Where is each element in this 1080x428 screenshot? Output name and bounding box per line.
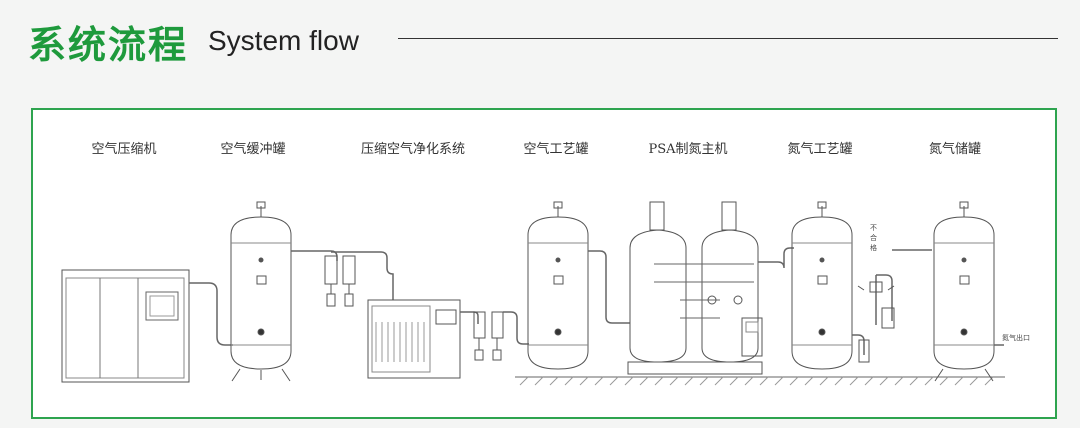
label-air-process-tank: 空气工艺罐	[523, 142, 589, 157]
filter-group-2	[473, 311, 529, 361]
section-header: 系统流程 System flow	[0, 0, 1080, 80]
svg-text:合: 合	[870, 233, 877, 242]
svg-text:格: 格	[870, 243, 877, 252]
label-psa-nitrogen-generator: PSA制氮主机	[648, 142, 728, 157]
label-air-compressor: 空气压缩机	[91, 142, 157, 157]
diagram-frame	[31, 108, 1057, 419]
ground-hatch	[515, 376, 1005, 386]
nitrogen-process-tank	[791, 201, 870, 370]
air-process-tank	[527, 201, 630, 370]
section-title-cn: 系统流程	[28, 23, 189, 67]
label-nitrogen-process-tank: 氮气工艺罐	[787, 142, 853, 157]
label-air-buffer-tank: 空气缓冲罐	[220, 142, 286, 157]
nitrogen-storage-tank	[933, 201, 1004, 382]
psa-generator-unit	[627, 201, 794, 375]
valve-group	[857, 249, 932, 329]
air-compressor-unit	[61, 269, 233, 383]
filter-group-1	[324, 251, 394, 307]
air-purification-unit	[367, 299, 479, 379]
header-divider	[398, 38, 1058, 39]
annotation-nitrogen-outlet: 氮气出口	[1002, 333, 1030, 342]
air-buffer-tank	[230, 201, 338, 382]
section-title-en: System flow	[208, 25, 359, 56]
annotation-unqualified: 不	[870, 224, 877, 232]
label-air-purification-system: 压缩空气净化系统	[360, 142, 466, 157]
label-nitrogen-storage-tank: 氮气储罐	[928, 142, 982, 157]
